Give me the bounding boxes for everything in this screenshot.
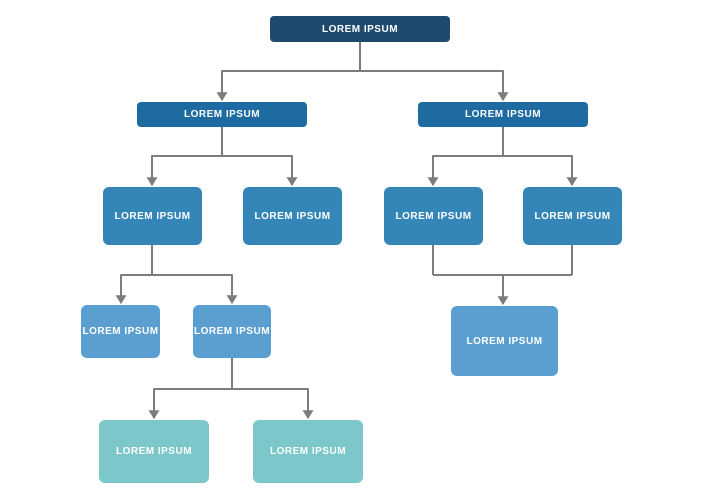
flowchart-node-l4-a: LOREM IPSUM	[81, 305, 160, 358]
flowchart-node-l5-a: LOREM IPSUM	[99, 420, 209, 483]
flowchart-node-l2-right: LOREM IPSUM	[418, 102, 588, 127]
flowchart-node-root: LOREM IPSUM	[270, 16, 450, 42]
flowchart-node-l3-b: LOREM IPSUM	[243, 187, 342, 245]
flowchart-node-l5-b: LOREM IPSUM	[253, 420, 363, 483]
flowchart-node-l3-c: LOREM IPSUM	[384, 187, 483, 245]
flowchart-node-l3-d: LOREM IPSUM	[523, 187, 622, 245]
flowchart-node-l4-b: LOREM IPSUM	[193, 305, 271, 358]
flowchart-node-l3-a: LOREM IPSUM	[103, 187, 202, 245]
flowchart-node-l2-left: LOREM IPSUM	[137, 102, 307, 127]
flowchart-node-l4-merge: LOREM IPSUM	[451, 306, 558, 376]
